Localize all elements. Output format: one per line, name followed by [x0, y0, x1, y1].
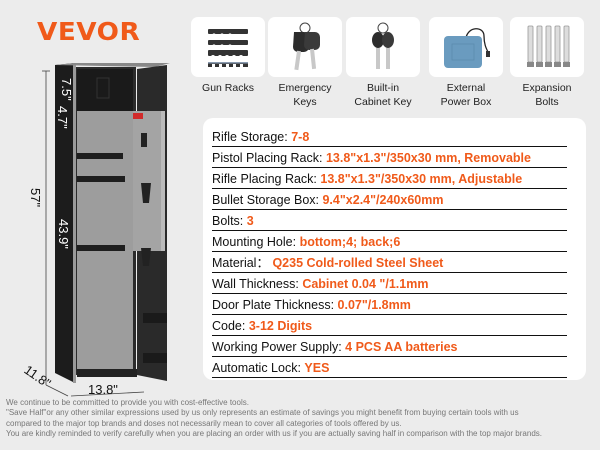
spec-row-wall-thickness: Wall Thickness: Cabinet 0.04 "/1.1mm — [212, 274, 567, 294]
accessory-label: Built-in — [366, 82, 400, 94]
spec-row-rifle-storage: Rifle Storage: 7-8 — [212, 127, 567, 147]
accessory-label: Bolts — [535, 96, 559, 108]
spec-row-code: Code: 3-12 Digits — [212, 316, 567, 336]
accessory-expansion-bolts: Expansion Bolts — [510, 17, 584, 109]
spec-row-rifle-rack: Rifle Placing Rack: 13.8"x1.3"/350x30 mm… — [212, 169, 567, 189]
gun-safe-illustration — [55, 63, 170, 383]
accessory-gun-racks: Gun Racks — [191, 17, 265, 95]
accessory-label: Expansion — [522, 82, 572, 94]
accessory-emergency-keys: Emergency Keys — [268, 17, 342, 109]
spec-row-mounting-hole: Mounting Hole: bottom;4; back;6 — [212, 232, 567, 252]
accessory-power-box: External Power Box — [429, 17, 503, 109]
expansion-bolts-icon — [527, 25, 570, 67]
spec-card: Rifle Storage: 7-8 Pistol Placing Rack: … — [203, 118, 586, 380]
disclaimer-text: We continue to be committed to provide y… — [6, 398, 542, 439]
accessory-cabinet-key: Built-in Cabinet Key — [346, 17, 420, 109]
accessory-label: Power Box — [440, 96, 492, 108]
spec-row-pistol-rack: Pistol Placing Rack: 13.8"x1.3"/350x30 m… — [212, 148, 567, 168]
dimension-lines — [42, 70, 145, 397]
vevor-logo: VEVOR — [37, 17, 141, 46]
spec-row-automatic-lock: Automatic Lock: YES — [212, 358, 567, 378]
dimension-width: 13.8" — [88, 382, 118, 397]
dimension-total-height: 57" — [28, 188, 43, 208]
emergency-keys-icon — [293, 22, 320, 71]
spec-row-door-thickness: Door Plate Thickness: 0.07"/1.8mm — [212, 295, 567, 315]
spec-row-material: Material： Q235 Cold-rolled Steel Sheet — [212, 253, 567, 273]
spec-row-bullet-box: Bullet Storage Box: 9.4"x2.4"/240x60mm — [212, 190, 567, 210]
dimension-lower-section: 43.9" — [56, 219, 71, 249]
accessory-label: Keys — [293, 96, 317, 108]
cabinet-key-icon — [372, 22, 394, 69]
power-box-icon — [444, 28, 490, 68]
accessory-label: Emergency — [278, 82, 332, 94]
dimension-upper-section: 4.7" — [55, 106, 70, 129]
gun-racks-icon — [208, 29, 248, 67]
spec-row-bolts: Bolts: 3 — [212, 211, 567, 231]
spec-row-power-supply: Working Power Supply: 4 PCS AA batteries — [212, 337, 567, 357]
accessory-label: Gun Racks — [202, 82, 254, 94]
accessory-label: External — [446, 82, 486, 94]
dimension-top-compartment: 7.5" — [59, 78, 74, 101]
accessory-label: Cabinet Key — [354, 96, 412, 108]
